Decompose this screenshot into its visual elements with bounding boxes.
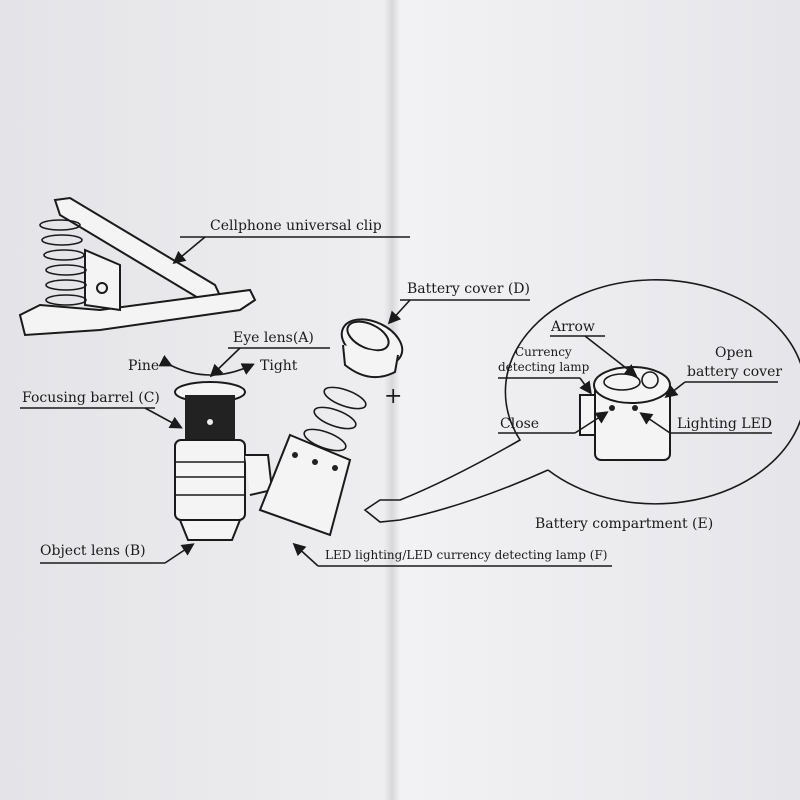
close-label: Close bbox=[500, 416, 539, 432]
battery-compartment-label: Battery compartment (E) bbox=[535, 516, 713, 532]
clip-drawing bbox=[18, 196, 257, 337]
tight-label: Tight bbox=[260, 358, 298, 374]
object-lens-label: Object lens (B) bbox=[40, 543, 146, 559]
callout-bubble bbox=[363, 279, 800, 523]
focusing-barrel-label: Focusing barrel (C) bbox=[22, 390, 160, 406]
eye-lens-label: Eye lens(A) bbox=[233, 330, 314, 346]
microscope-drawing bbox=[174, 381, 367, 541]
lighting-led-label: Lighting LED bbox=[677, 416, 772, 432]
open-label-2: battery cover bbox=[687, 364, 782, 380]
plus-sign: + bbox=[384, 384, 402, 409]
currency-lamp-label-2: detecting lamp bbox=[498, 360, 590, 374]
currency-lamp-label-1: Currency bbox=[515, 345, 572, 359]
pine-label: Pine bbox=[128, 358, 159, 374]
led-lamp-label: LED lighting/LED currency detecting lamp… bbox=[325, 548, 607, 562]
battery-compartment-drawing bbox=[579, 366, 671, 461]
clip-label: Cellphone universal clip bbox=[210, 218, 382, 234]
rotate-arrow bbox=[158, 354, 255, 376]
battery-cover-drawing bbox=[340, 318, 404, 379]
open-label-1: Open bbox=[715, 345, 753, 361]
arrow-label: Arrow bbox=[550, 319, 595, 335]
battery-cover-label: Battery cover (D) bbox=[407, 281, 530, 297]
